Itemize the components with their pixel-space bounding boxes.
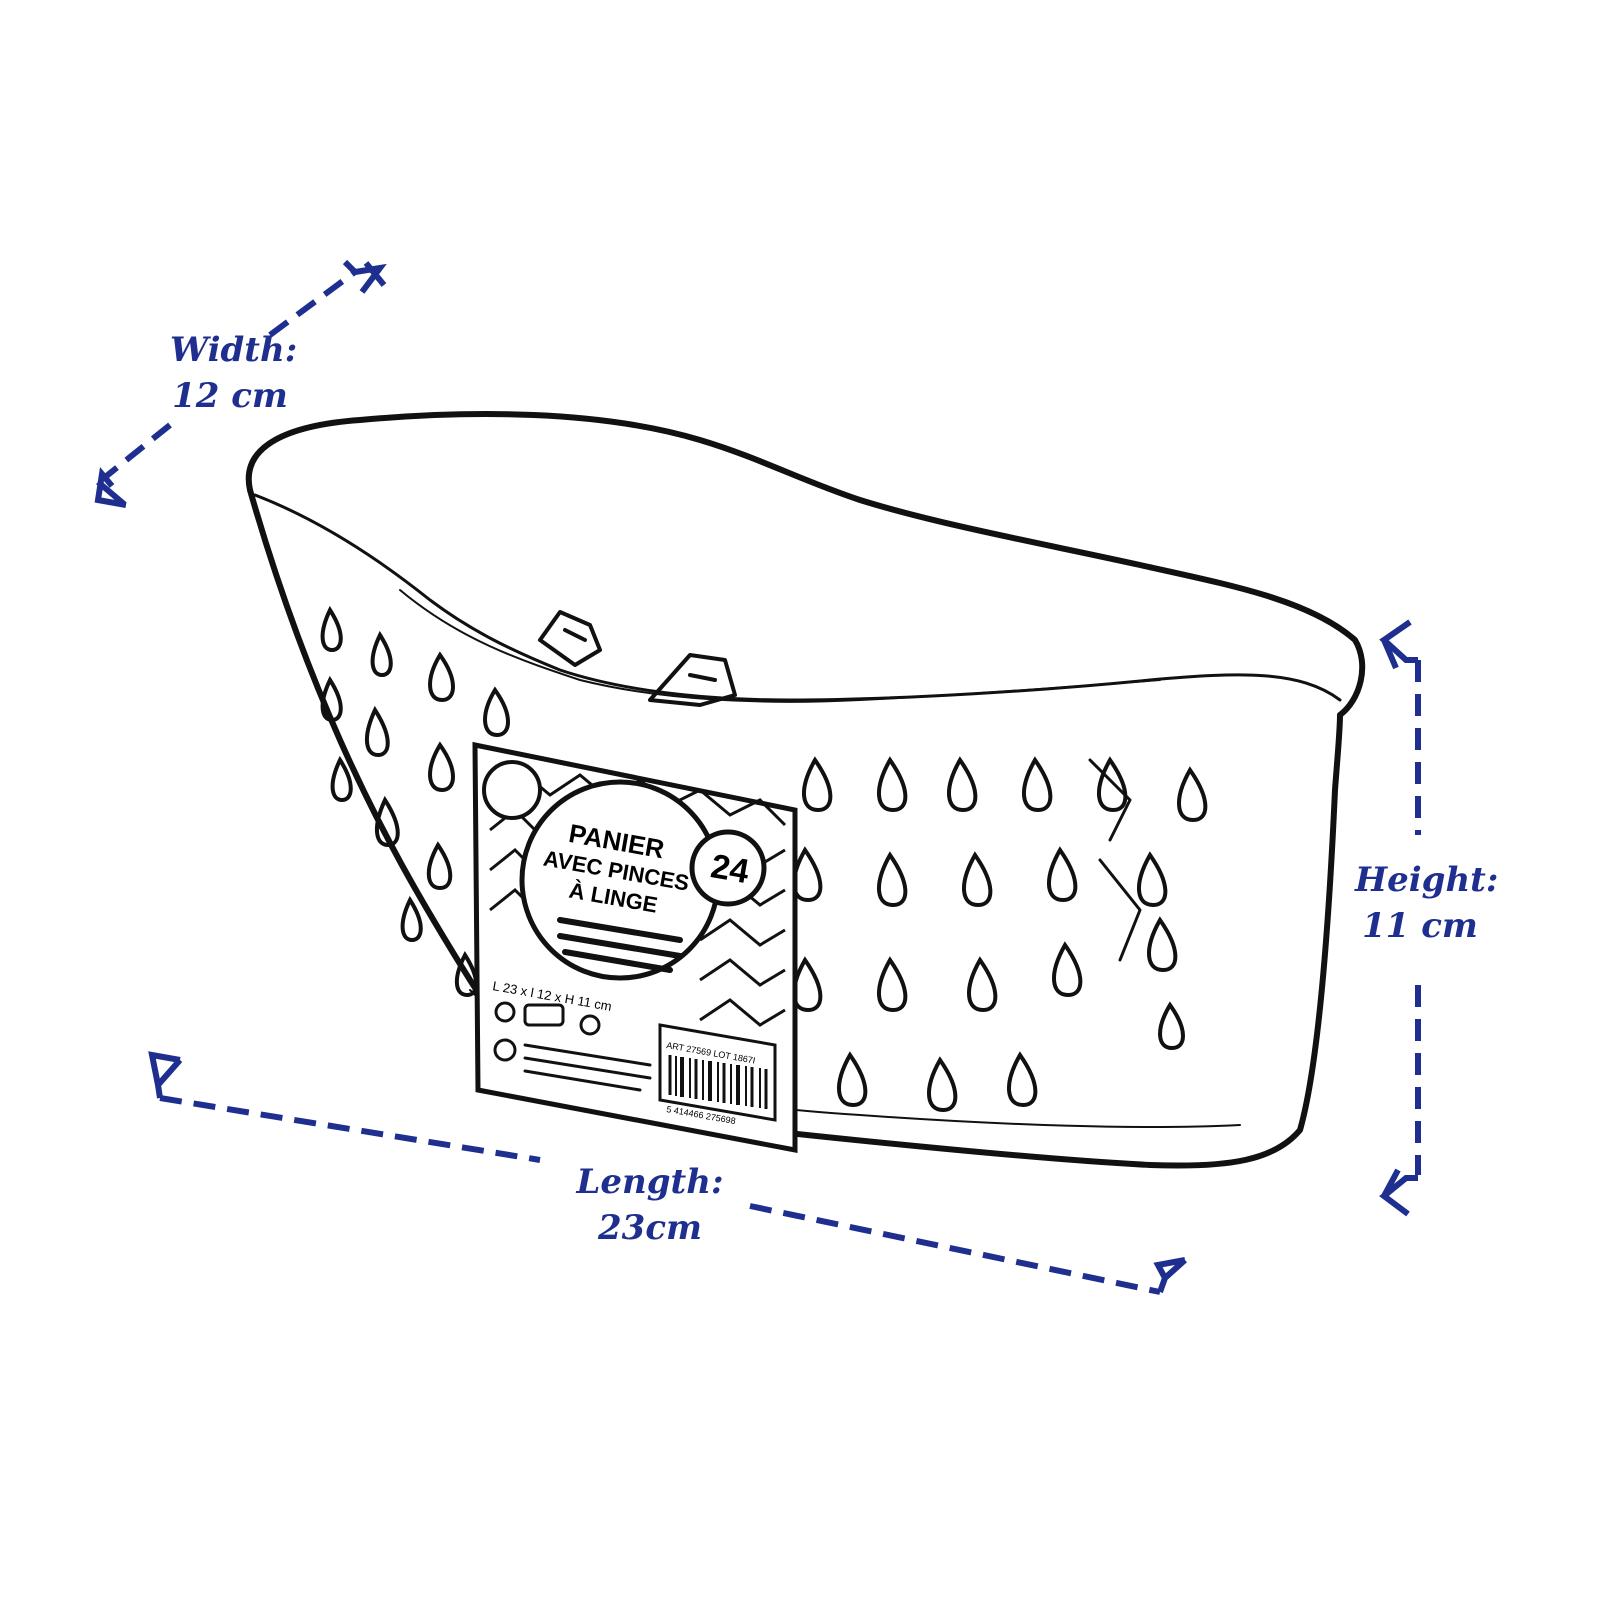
drop-hole: [1006, 1051, 1038, 1108]
drop-hole: [801, 756, 833, 813]
drop-hole: [483, 686, 510, 738]
basket-rim-outline: [245, 411, 1366, 718]
drop-hole: [1176, 766, 1208, 823]
width-arrow-upper: [268, 269, 357, 338]
drop-hole: [946, 756, 978, 813]
drop-hole: [926, 1056, 958, 1113]
package-info-icons: [493, 1001, 601, 1062]
drop-hole: [876, 756, 908, 813]
width-arrow-upper-head: [342, 259, 387, 294]
length-arrow-right-head: [1153, 1257, 1188, 1294]
length-arrow-left-head: [148, 1051, 183, 1099]
drop-hole: [455, 951, 479, 998]
drop-hole: [876, 851, 908, 908]
basket-inner-rim: [253, 493, 1342, 702]
drop-hole: [836, 1051, 868, 1108]
drop-hole: [791, 956, 823, 1013]
drop-hole: [330, 755, 353, 803]
width-arrow-lower-head: [94, 466, 127, 508]
drop-hole: [370, 630, 393, 678]
drop-hole: [1051, 941, 1083, 998]
length-value: 23cm: [598, 1207, 702, 1248]
drop-hole: [320, 605, 343, 653]
package-fineprint: [523, 1043, 652, 1092]
drop-hole: [1136, 851, 1168, 908]
count-badge: [689, 829, 767, 907]
drop-hole: [375, 795, 400, 848]
drop-hole: [1021, 756, 1053, 813]
basket-inner-rim-2: [399, 589, 1161, 703]
drop-hole: [426, 841, 453, 891]
count-badge-value: 24: [708, 847, 752, 891]
drop-hole: [961, 851, 993, 908]
length-arrow-left: [159, 1095, 541, 1163]
dimension-arrows: [94, 259, 1421, 1295]
drop-hole: [1046, 846, 1078, 903]
drop-hole: [966, 956, 998, 1013]
clothespin-2: [648, 653, 737, 707]
drop-hole: [428, 741, 455, 793]
basket-body-outline: [247, 487, 1343, 1169]
width-label: Width:: [170, 330, 298, 370]
drop-hole: [400, 895, 423, 943]
width-value: 12 cm: [172, 375, 288, 416]
drop-hole: [320, 675, 343, 723]
clothespin-1: [538, 610, 602, 667]
package-subtitle-lines: [557, 917, 683, 973]
length-arrow-right: [749, 1203, 1161, 1295]
height-label: Height:: [1355, 860, 1499, 900]
drop-hole: [791, 846, 823, 903]
basket-holes: [320, 605, 1208, 1113]
height-arrow-upper-head: [1379, 619, 1418, 670]
height-dimension-label: Height: 11 cm: [1355, 858, 1499, 950]
package-card: PANIER AVEC PINCES À LINGE 24 L 23 x l 1…: [472, 741, 798, 1154]
width-arrow-lower: [102, 422, 172, 481]
drop-hole: [1096, 756, 1128, 813]
brand-logo: [482, 760, 542, 820]
width-dimension-label: Width: 12 cm: [170, 328, 298, 420]
drop-hole: [1158, 1001, 1185, 1051]
drop-hole: [365, 705, 390, 758]
basket-drawing: [245, 411, 1366, 1169]
drop-hole: [876, 956, 908, 1013]
length-dimension-label: Length: 23cm: [575, 1160, 725, 1252]
drop-hole: [1146, 916, 1178, 973]
height-arrow-lower-head: [1379, 1168, 1418, 1217]
drop-hole: [428, 651, 455, 703]
height-value: 11 cm: [1362, 905, 1478, 946]
length-label: Length:: [576, 1162, 724, 1202]
barcode: [668, 1055, 768, 1109]
